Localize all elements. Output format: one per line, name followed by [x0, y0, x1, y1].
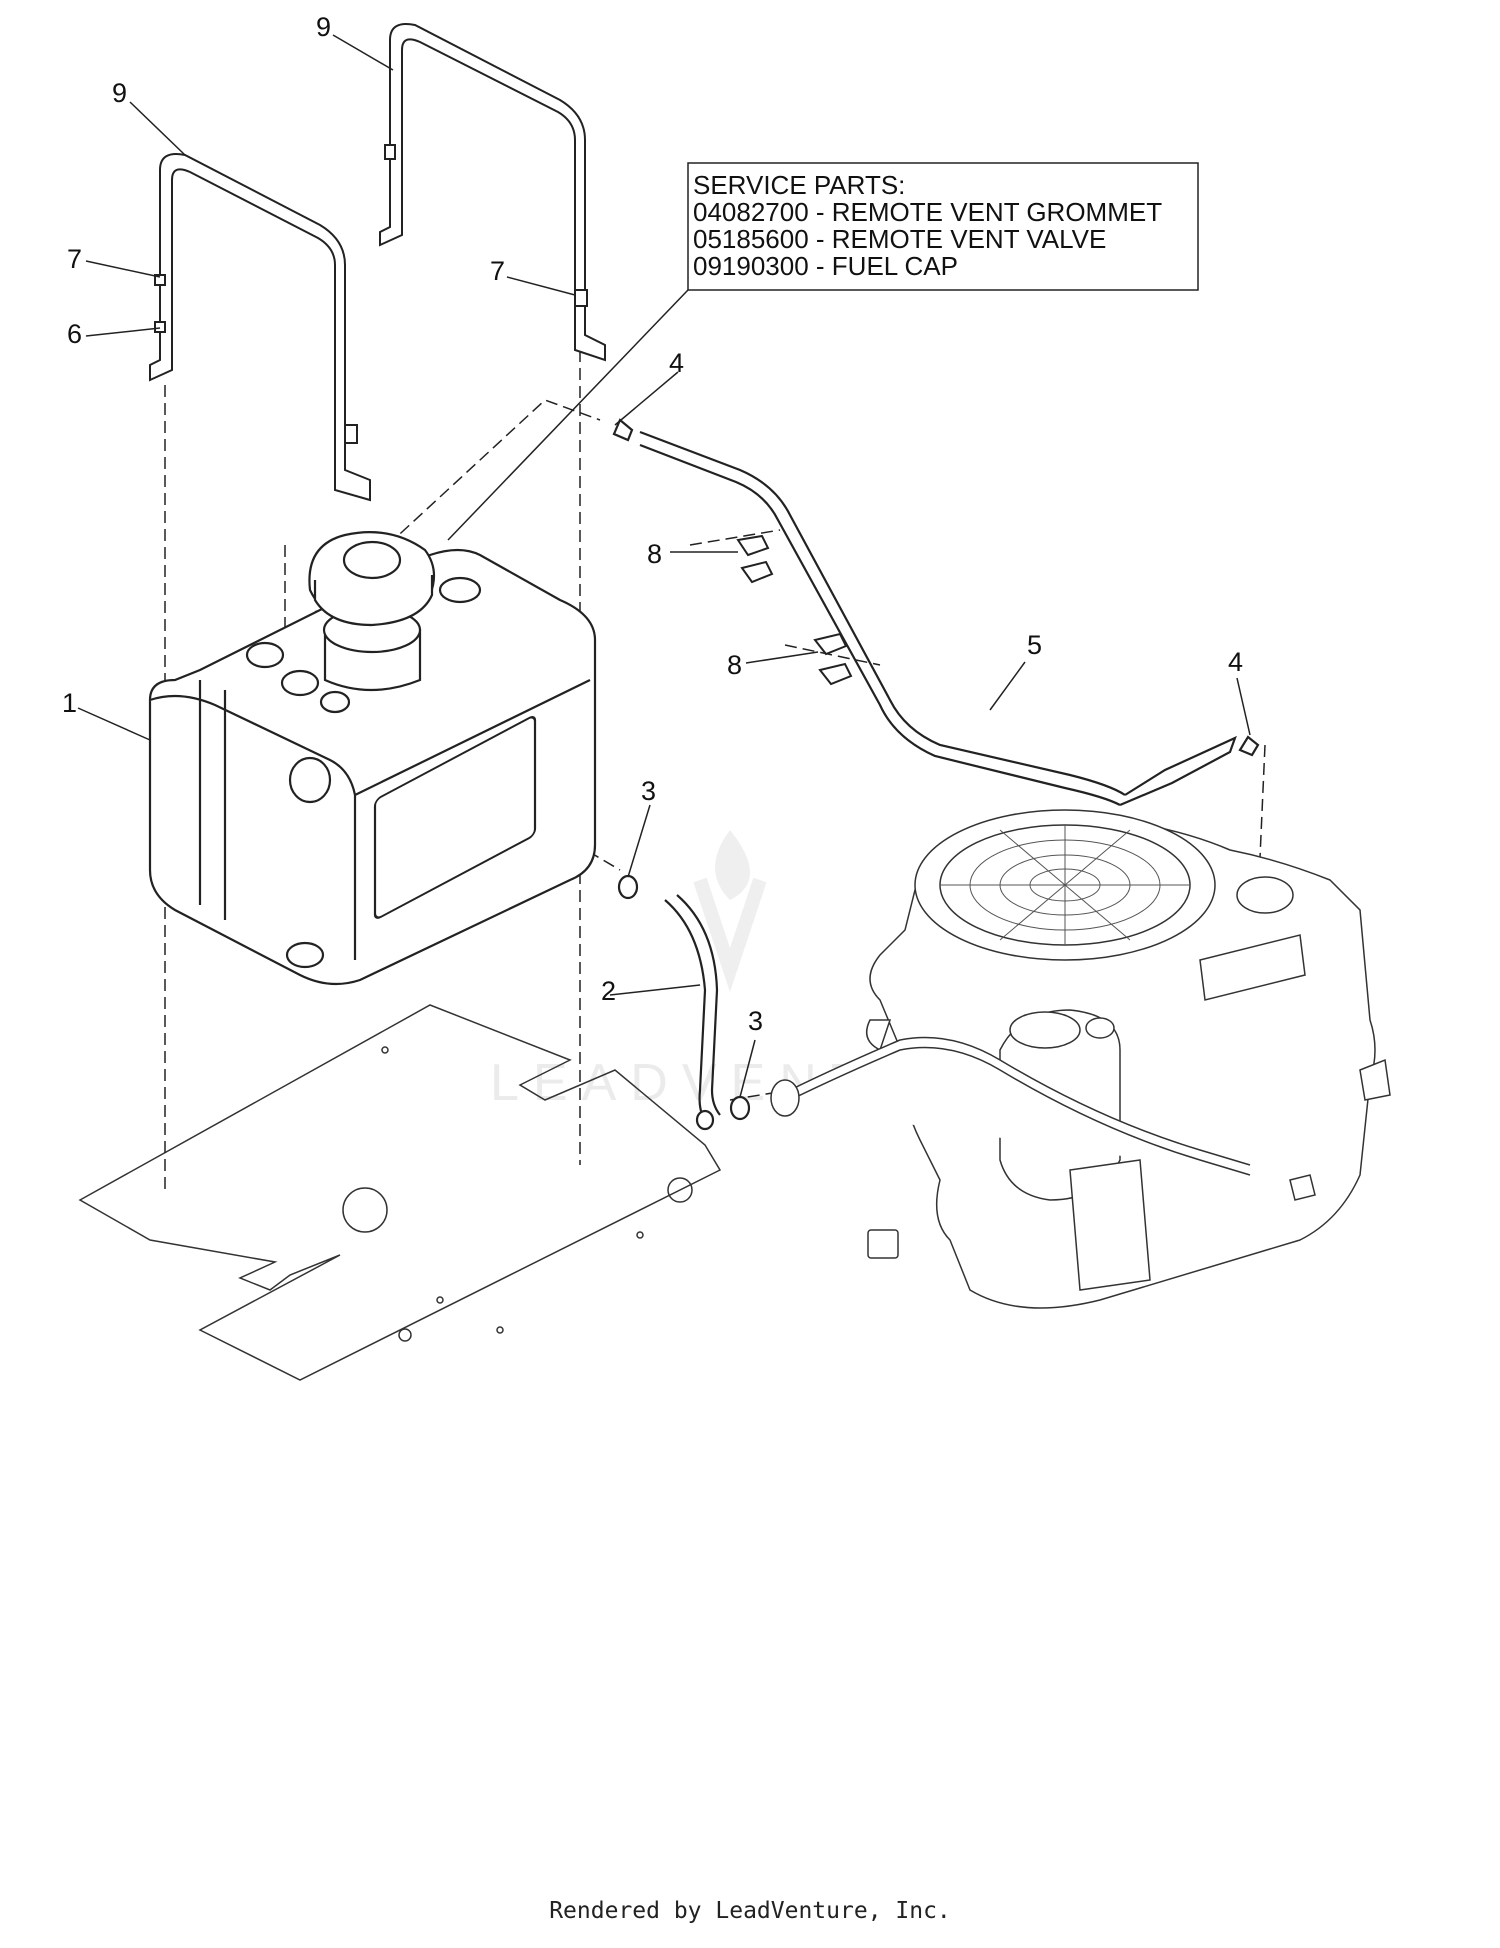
fuel-tank	[148, 548, 597, 986]
hose-clamps-8	[736, 534, 853, 686]
callout-2: 2	[601, 976, 616, 1006]
callout-8-lower: 8	[727, 650, 742, 680]
tank-strap-left	[149, 153, 371, 502]
service-part-line: 05185600 - REMOTE VENT VALVE	[693, 224, 1106, 254]
callout-4-right: 4	[1228, 647, 1243, 677]
callout-5: 5	[1027, 630, 1042, 660]
engine	[770, 809, 1391, 1309]
fuel-hose-2	[617, 874, 751, 1131]
callout-1: 1	[62, 688, 77, 718]
service-parts-title: SERVICE PARTS:	[693, 170, 905, 200]
callout-4-top: 4	[669, 348, 684, 378]
callout-7-left: 7	[67, 244, 82, 274]
callout-3-lower: 3	[748, 1006, 763, 1036]
callout-6: 6	[67, 319, 82, 349]
callout-3-upper: 3	[641, 776, 656, 806]
callout-labels: 9 9 7 7 6 4 8 8 5 4 1 3 2 3	[62, 12, 1243, 1036]
callout-9-left-strap: 9	[112, 78, 127, 108]
service-part-line: 09190300 - FUEL CAP	[693, 251, 958, 281]
footer-credit: Rendered by LeadVenture, Inc.	[549, 1898, 951, 1924]
callout-7-right: 7	[490, 256, 505, 286]
floor-plate	[78, 1004, 722, 1381]
service-part-line: 04082700 - REMOTE VENT GROMMET	[693, 197, 1162, 227]
tank-strap-right	[379, 23, 606, 362]
fuel-cap	[308, 531, 436, 692]
callout-9-right-strap: 9	[316, 12, 331, 42]
service-parts-box: SERVICE PARTS: 04082700 - REMOTE VENT GR…	[687, 162, 1199, 291]
callout-8-upper: 8	[647, 539, 662, 569]
leader-lines	[77, 34, 1251, 1098]
vent-hose-5	[612, 418, 1260, 807]
